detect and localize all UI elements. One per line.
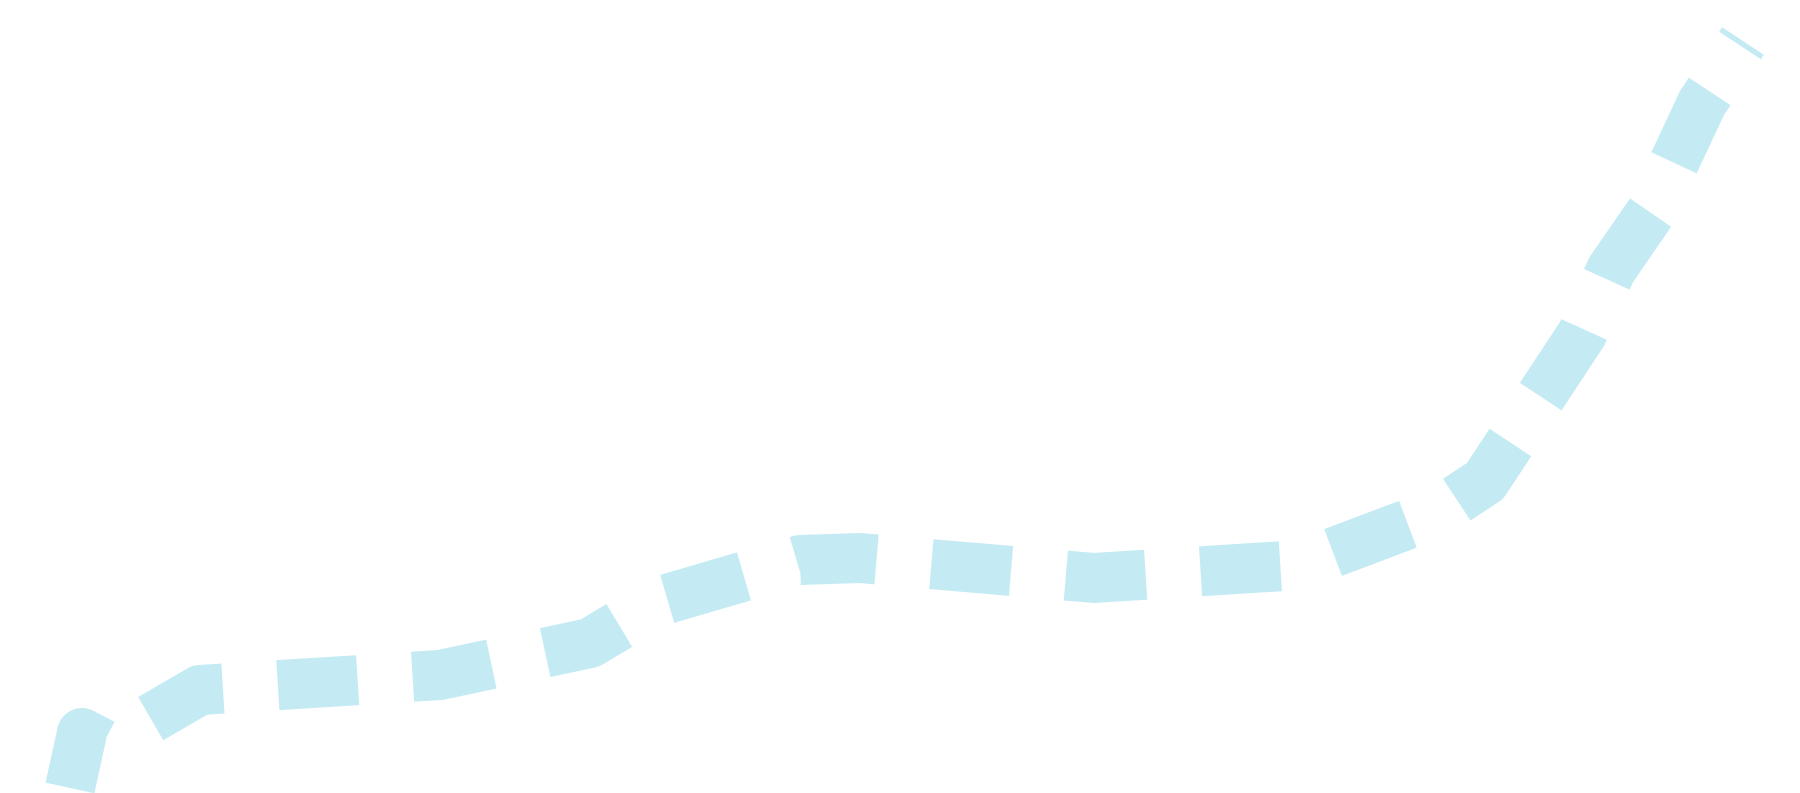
dashed-path-line [45,27,1764,793]
